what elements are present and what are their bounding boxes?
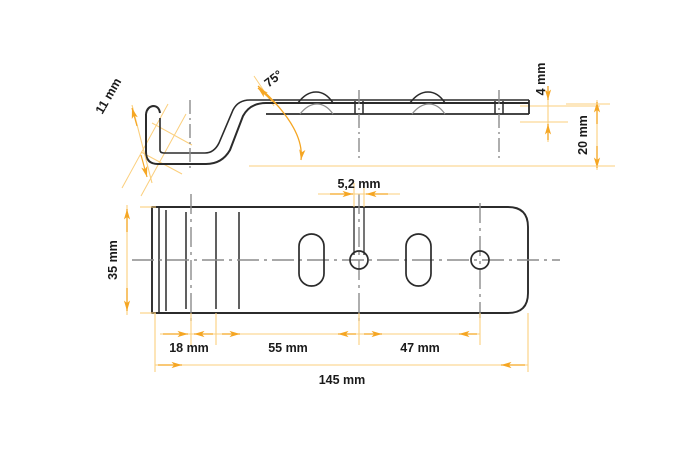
- oval-slot-2: [405, 233, 432, 287]
- plan-view: 5,2 mm 35 mm 18 mm 55 mm 47: [106, 177, 560, 387]
- oval-slot-1: [298, 233, 325, 287]
- dimension-11mm-arrow-bottom: [140, 154, 148, 178]
- dimension-18mm: 18 mm: [160, 330, 216, 355]
- bar-right-end: [266, 100, 530, 115]
- dimension-52mm: 5,2 mm: [318, 177, 400, 198]
- side-profile-view: 11 mm 75° 4 mm 20 mm: [93, 63, 615, 197]
- dimension-47mm: 47 mm: [359, 330, 480, 355]
- profile-outer-contour: [145, 102, 529, 165]
- dimension-55mm: 55 mm: [216, 330, 359, 355]
- side-view-centerlines: [189, 90, 500, 172]
- plate-outline: [151, 206, 529, 314]
- dimension-4mm: 4 mm: [534, 63, 552, 142]
- dimension-55mm-label: 55 mm: [268, 341, 308, 355]
- hole-1-detail-lines: [353, 208, 365, 255]
- dimension-11mm-arrow-top: [131, 107, 138, 127]
- plan-extension-lines: [140, 183, 529, 372]
- hook-tip: [145, 104, 161, 115]
- dimension-47mm-label: 47 mm: [400, 341, 440, 355]
- dimension-20mm-label: 20 mm: [576, 115, 590, 155]
- round-hole-1: [349, 250, 369, 270]
- plan-vertical-centerlines: [190, 194, 481, 325]
- dimension-35mm: 35 mm: [106, 205, 131, 315]
- embossed-bump-2-shadow: [411, 103, 446, 115]
- embossed-bump-2: [409, 91, 446, 104]
- bar-hole-marks: [354, 101, 504, 114]
- dimension-20mm: 20 mm: [566, 100, 610, 170]
- profile-inner-contour: [159, 99, 529, 154]
- dimension-75deg-arrow-start: [257, 87, 277, 105]
- dimension-18mm-label: 18 mm: [169, 341, 209, 355]
- dimension-145mm: 145 mm: [155, 361, 528, 387]
- dimension-145mm-label: 145 mm: [319, 373, 366, 387]
- dimension-35mm-label: 35 mm: [106, 240, 120, 280]
- round-hole-2: [470, 250, 490, 270]
- dimension-4mm-label: 4 mm: [534, 63, 548, 96]
- embossed-bump-1: [297, 91, 334, 104]
- embossed-bump-1-shadow: [299, 103, 334, 115]
- dimension-52mm-label: 5,2 mm: [337, 177, 380, 191]
